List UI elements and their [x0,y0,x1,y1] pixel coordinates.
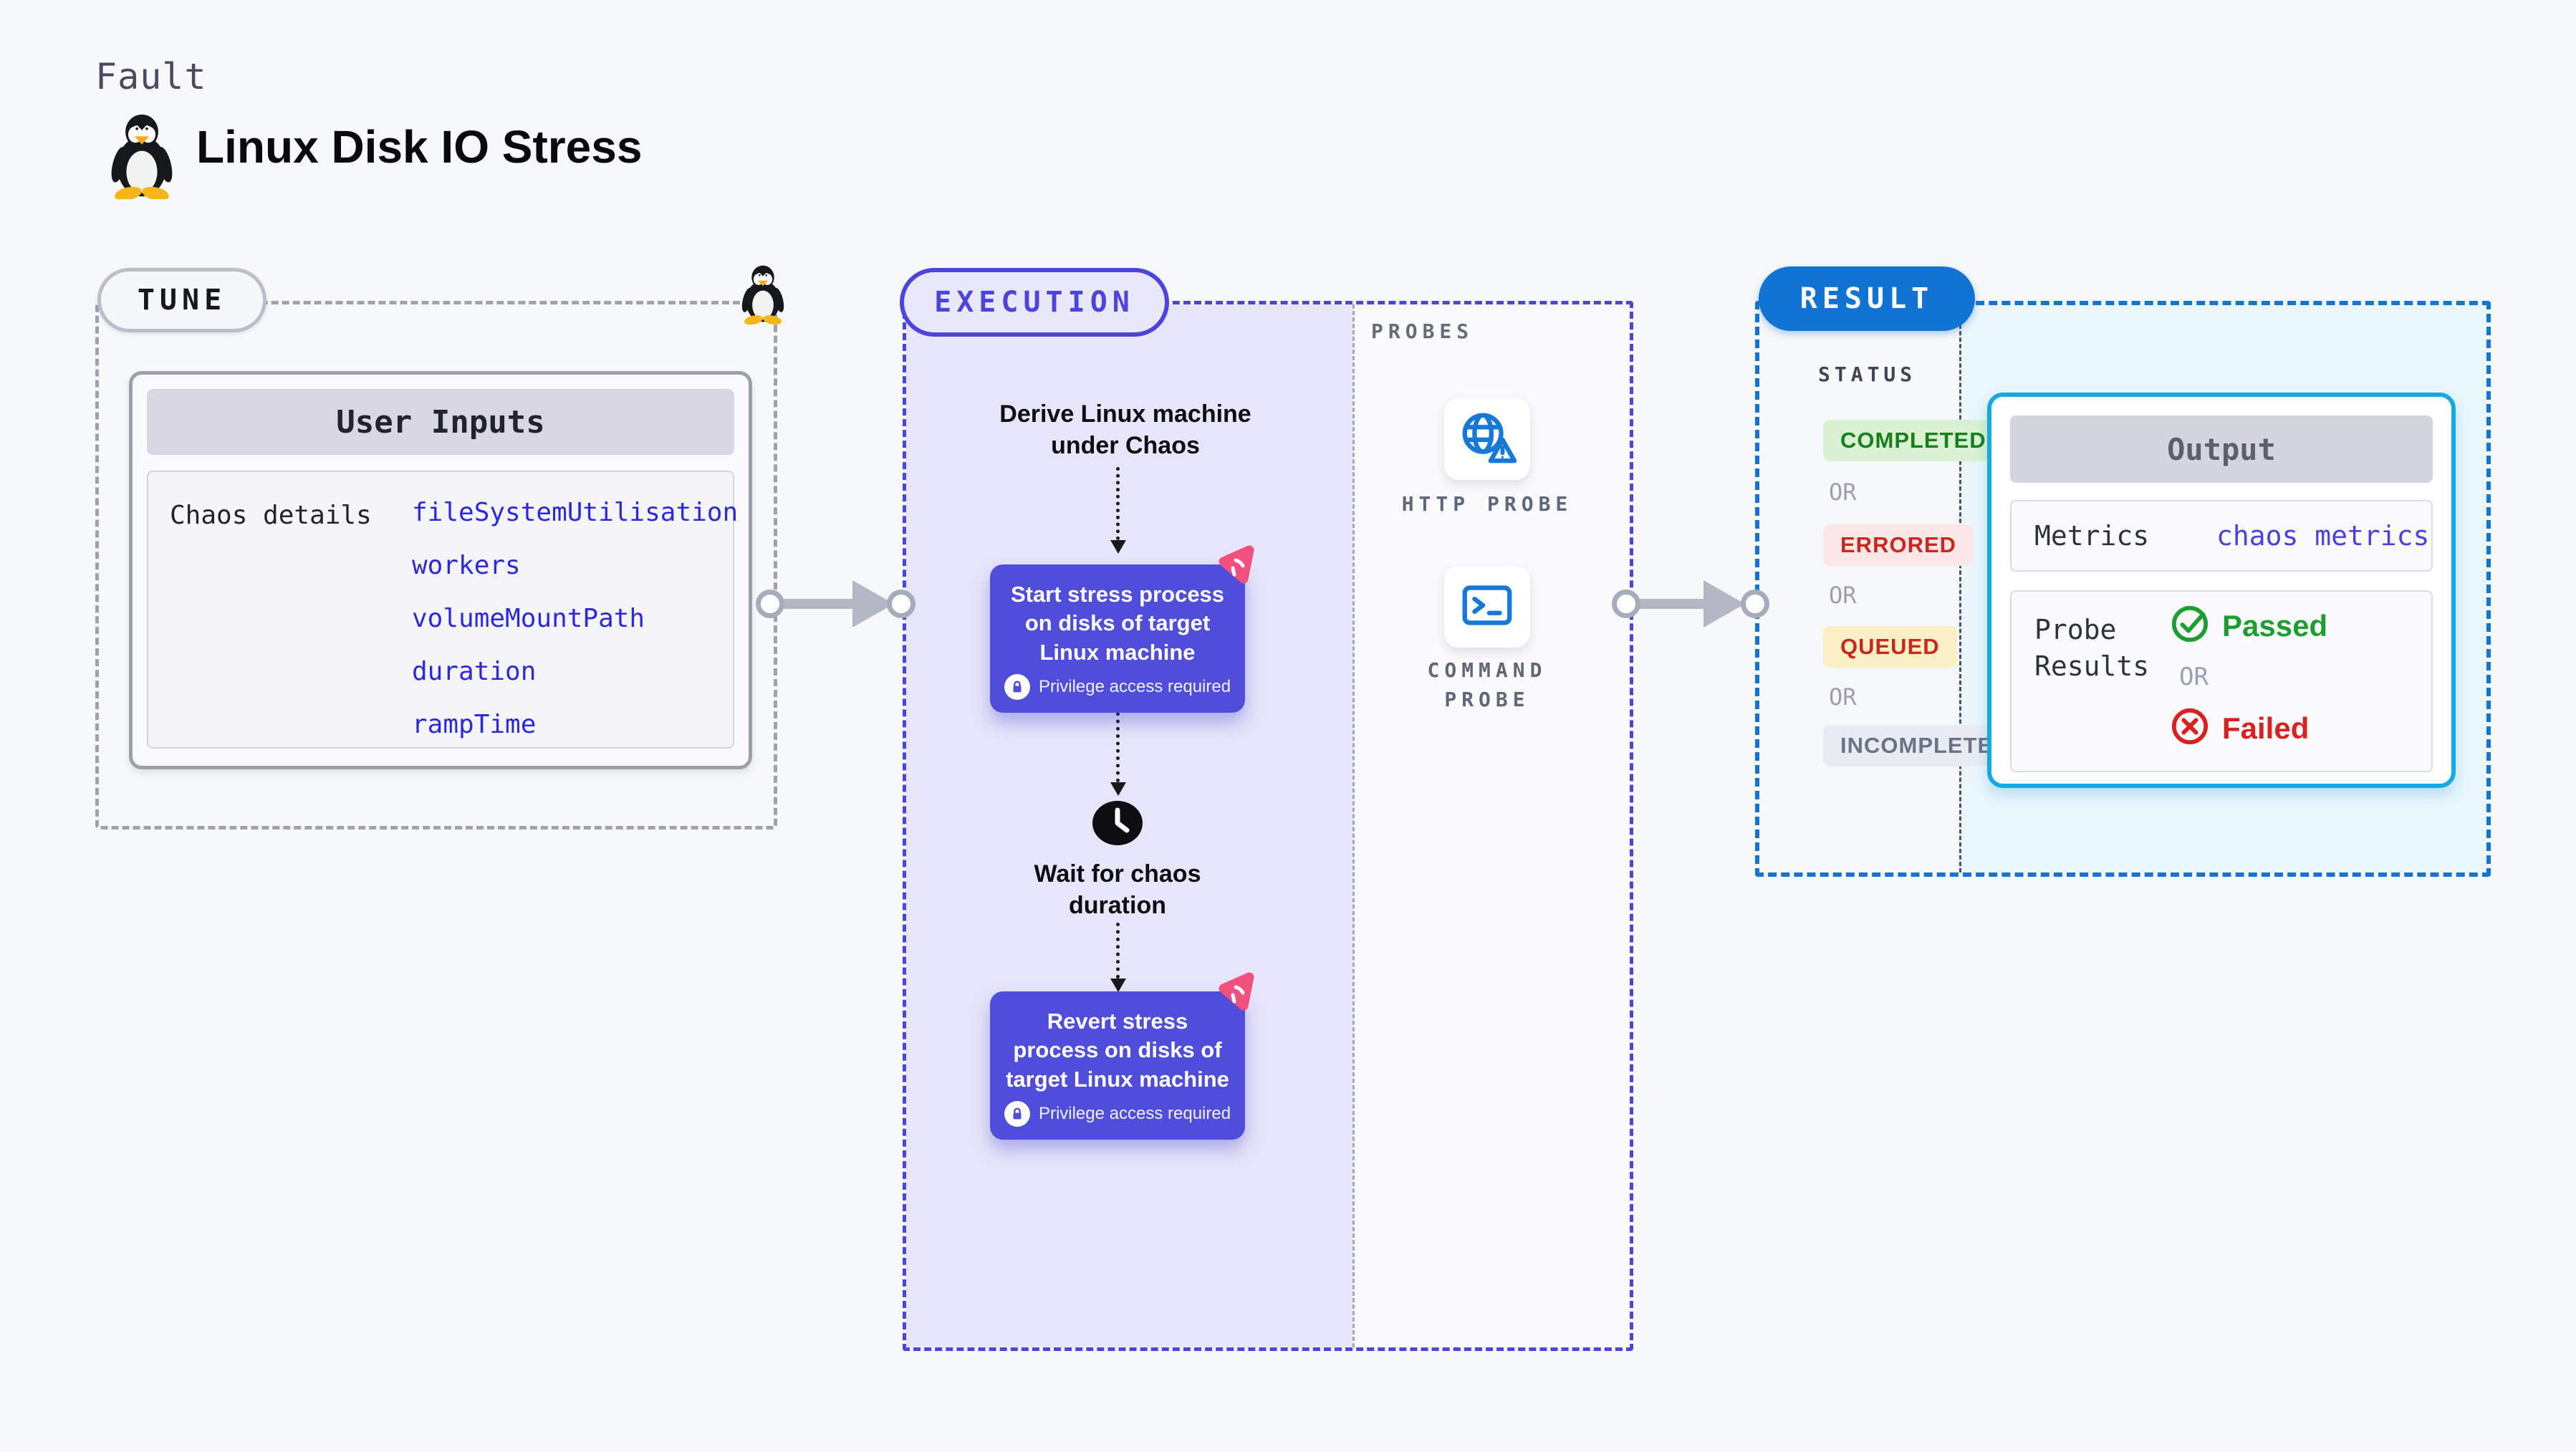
tune-pill: TUNE [97,268,266,332]
execution-pill: EXECUTION [900,268,1169,337]
chaos-pinwheel-icon [1213,970,1259,1016]
dotted-arrowhead-icon [1110,979,1126,992]
revert-stress-text: Revert stress process on disks of target… [1006,1009,1229,1092]
status-or: OR [1829,683,1857,711]
chaos-details-label: Chaos details [170,501,372,530]
chaos-pinwheel-icon [1213,543,1259,589]
passed-row: Passed [2171,605,2327,647]
lock-icon [1004,673,1030,700]
command-probe-label: COMMAND PROBE [1427,658,1547,711]
connector-arrowhead-icon [1703,580,1745,628]
output-card: Output Metrics chaos metrics Probe Resul… [1987,393,2456,788]
check-circle-icon [2171,605,2209,647]
dotted-arrowhead-icon [1110,782,1126,796]
probe-results-row: Probe Results Passed OR [2010,590,2433,772]
dotted-arrowhead-icon [1110,540,1126,554]
passed-label: Passed [2222,608,2328,643]
connector-endpoint [1612,590,1640,618]
probe-verdicts: Passed OR Failed [2171,605,2327,749]
tune-section-box [95,301,777,830]
connector-endpoint [887,590,915,618]
clock-icon [1092,799,1143,848]
x-circle-icon [2171,707,2209,749]
dotted-connector [1116,467,1120,540]
globe-warning-icon [1456,408,1518,471]
status-badge-errored: ERRORED [1823,524,1974,566]
connector-line [1626,599,1706,609]
status-badge-queued: QUEUED [1823,626,1957,668]
failed-label: Failed [2222,711,2310,745]
probes-divider [1352,304,1355,1347]
start-stress-step: Start stress process on disks of target … [990,564,1245,713]
connector-endpoint [1741,590,1769,618]
probes-section-label: PROBES [1371,319,1474,343]
failed-row: Failed [2171,707,2327,749]
status-or: OR [1829,479,1857,506]
command-probe-card [1444,566,1530,648]
user-inputs-title: User Inputs [147,389,734,455]
result-pill: RESULT [1759,266,1975,331]
input-value: volumeMountPath [412,604,645,633]
input-value: workers [412,551,521,580]
page-title: Linux Disk IO Stress [196,121,643,173]
terminal-icon [1456,576,1518,638]
privilege-label: Privilege access required [1038,676,1231,696]
probe-results-label: Probe Results [2034,614,2150,683]
start-stress-text: Start stress process on disks of target … [1010,582,1225,665]
input-value: duration [412,657,537,686]
metrics-row: Metrics chaos metrics [2010,500,2433,572]
lock-icon [1004,1100,1030,1127]
derive-step-text: Derive Linux machine under Chaos [999,400,1251,460]
wait-step-text: Wait for chaos duration [1034,860,1201,920]
output-title: Output [2010,415,2433,483]
status-or: OR [1829,582,1857,609]
tux-penguin-icon [105,112,179,201]
privilege-label: Privilege access required [1038,1103,1231,1123]
fault-eyebrow: Fault [95,56,207,97]
http-probe-card [1444,398,1530,480]
metrics-label: Metrics [2034,520,2150,552]
http-probe-label: HTTP PROBE [1401,492,1573,516]
connector-endpoint [756,590,784,618]
user-inputs-card: User Inputs Chaos details fileSystemUtil… [129,371,752,769]
metrics-value: chaos metrics [2216,520,2430,552]
verdict-or: OR [2179,663,2209,691]
input-value: rampTime [412,710,537,739]
input-value: fileSystemUtilisation [412,498,739,527]
connector-line [770,599,855,609]
dotted-connector [1116,705,1120,782]
dotted-connector [1116,923,1120,979]
revert-stress-step: Revert stress process on disks of target… [990,991,1245,1140]
privilege-badge: Privilege access required [999,673,1236,700]
status-divider [1959,305,1961,872]
privilege-badge: Privilege access required [999,1100,1236,1127]
status-badge-completed: COMPLETED [1823,420,2004,461]
tux-penguin-icon [738,262,788,325]
user-inputs-body: Chaos details fileSystemUtilisation work… [147,471,738,749]
chaos-details-values: fileSystemUtilisation workers volumeMoun… [412,498,738,739]
status-column-label: STATUS [1818,362,1917,386]
